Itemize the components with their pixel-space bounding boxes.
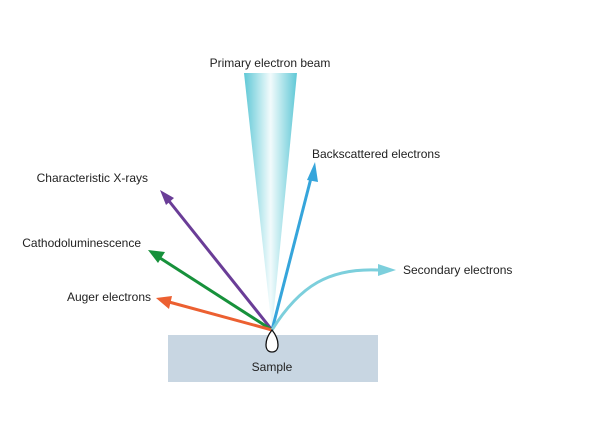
backscattered-arrow bbox=[270, 162, 318, 331]
primary-beam-cone bbox=[244, 73, 297, 330]
cathodoluminescence-arrow bbox=[148, 250, 273, 332]
sample-label: Sample bbox=[252, 360, 293, 374]
auger-label: Auger electrons bbox=[67, 290, 151, 304]
cathodoluminescence-label: Cathodoluminescence bbox=[22, 236, 141, 250]
xray-label: Characteristic X-rays bbox=[37, 171, 148, 185]
primary-beam-label: Primary electron beam bbox=[210, 56, 331, 70]
auger-arrow bbox=[156, 296, 273, 332]
secondary-arrow bbox=[270, 264, 396, 331]
secondary-label: Secondary electrons bbox=[403, 263, 512, 277]
backscattered-label: Backscattered electrons bbox=[312, 147, 440, 161]
interaction-volume bbox=[265, 328, 279, 353]
xray-arrow bbox=[160, 190, 274, 331]
